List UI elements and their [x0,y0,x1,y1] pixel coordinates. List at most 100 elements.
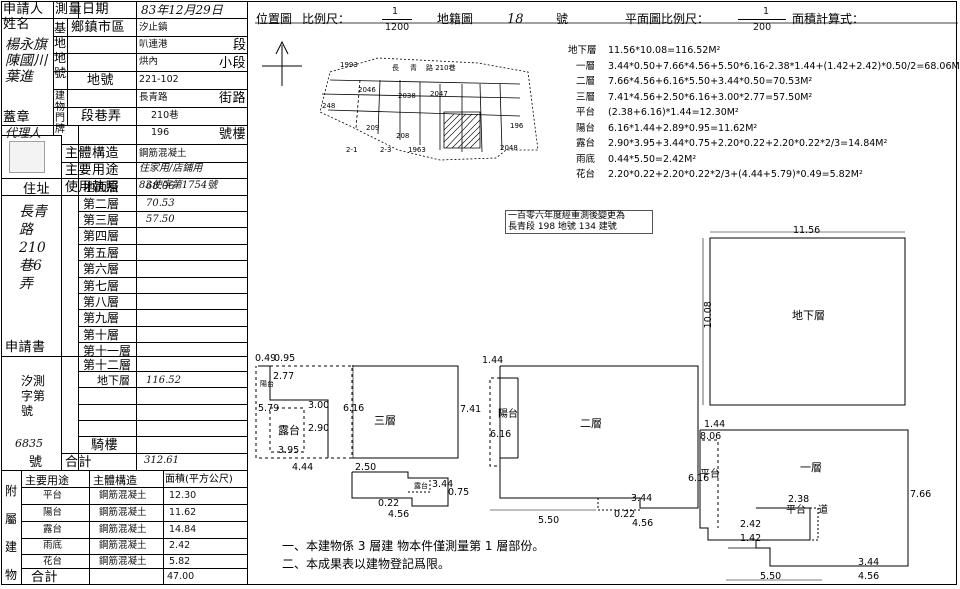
floor-label: 第十層 [83,328,120,342]
attached-structure: 鋼筋混凝土 [99,507,147,518]
attached-col-use: 主要用途 [25,474,69,487]
floor-area: 57.50 [146,214,175,225]
sheet-suffix: 號 [556,12,569,26]
floor-label: 第七層 [83,279,120,293]
applicant-signature: 楊永旗 陳國川 葉進 [5,37,47,85]
section-value: 叭連港 [139,39,168,50]
doc-number-suffix: 號 [29,455,43,470]
calc-label: 陽台 [576,122,596,134]
township-label: 鄉鎮市區 [71,20,126,35]
floor-area: 68.06 [146,181,175,192]
main-use-value: 住家用/店鋪用 [139,163,203,174]
third-d2: 0.95 [274,353,296,364]
calc-expression: 0.44*5.50=2.42M² [608,153,697,165]
floor-label: 第十一層 [83,344,132,358]
floor-label: 第八層 [83,295,120,309]
lot-value: 221-102 [139,74,179,85]
floor-label: 第六層 [83,262,120,276]
svg-text:路 210巷: 路 210巷 [426,63,456,72]
attached-col-structure: 主體構造 [93,474,137,487]
note-2: 二、本成果表以建物登記爲限。 [282,557,451,571]
number-value: 196 [151,127,170,138]
floor-total-label: 合計 [65,455,93,470]
attached-total-label: 合計 [31,570,59,585]
lot-label: 地號 [87,73,115,88]
third-title: 三層 [374,414,396,427]
svg-text:1993: 1993 [340,61,358,69]
calc-label: 一層 [576,60,596,72]
floor-label: 地面層 [83,180,120,194]
first-d6: 5.50 [760,571,782,582]
second-d8: 8.06 [700,431,722,442]
first-d2: 6.16 [688,473,710,484]
apply-doc-label: 申請書 [5,340,46,355]
attached-use: 陽台 [43,507,63,518]
third-d3: 3.00 [308,400,330,411]
first-d7: 4.56 [858,571,880,582]
floor-area: 116.52 [146,375,181,386]
svg-text:209: 209 [366,124,379,132]
third-balcony-small: 陽台 [260,380,274,388]
address-block-label: 住址 [23,182,51,197]
attached-structure: 鋼筋混凝土 [99,490,147,501]
calc-label: 花台 [576,169,596,180]
subsection-value: 烘內 [139,56,159,67]
first-d3: 2.38 [788,494,810,505]
cadastral-label: 地籍圖 [437,12,474,26]
area-calc-label: 面積計算式： [792,12,865,26]
attached-use: 花台 [43,556,63,567]
third-d11: 4.56 [388,509,410,520]
svg-text:2-3: 2-3 [380,146,391,154]
second-d3: 7.41 [460,404,482,415]
first-platform-2: 平台 [786,505,806,516]
attached-area: 2.42 [169,540,191,551]
first-d1: 1.44 [704,419,726,430]
attached-structure: 鋼筋混凝土 [99,524,147,535]
first-d9: 7.66 [910,489,932,500]
attached-area: 12.30 [169,490,197,501]
svg-text:2038: 2038 [398,92,416,100]
calc-expression: 7.41*4.56+2.50*6.16+3.00*2.77=57.50M² [608,91,813,103]
floor-area: 70.53 [146,198,175,209]
svg-text:1963: 1963 [408,146,426,154]
attached-structure: 鋼筋混凝土 [99,556,147,567]
loc-scale-denominator: 1200 [385,22,410,33]
svg-text:248: 248 [322,102,335,110]
structure-value: 鋼筋混凝土 [139,148,187,159]
third-d5: 3.95 [278,445,300,456]
second-title: 二層 [580,417,602,430]
calc-expression: 3.44*0.50+7.66*4.56+5.50*6.16-2.38*1.44+… [608,60,960,72]
floor-label: 第二層 [83,197,120,211]
basement-height: 10.08 [702,301,714,329]
handwritten-address: 長青路210巷6弄 [19,204,47,292]
note-line-1: 一百零六年度經重測後變更為 [508,211,626,221]
agent-signature: 代理人 [5,126,42,140]
location-map-label: 位置圖 [256,12,293,26]
second-d2: 6.16 [490,429,512,440]
calc-label: 平台 [576,107,596,118]
floor-label: 第十二層 [83,358,132,372]
third-d10: 2.77 [273,371,295,382]
third-d8: 5.79 [258,403,280,414]
first-title: 一層 [800,461,822,474]
calc-expression: 7.66*4.56+6.16*5.50+3.44*0.50=70.53M² [608,76,813,87]
renumbering-note: 一百零六年度經重測後變更為 長青段 198 地號 134 建號 [505,210,653,234]
calc-expression: 2.20*0.22+2.20*0.22*2/3+(4.44+5.79)*0.49… [608,169,863,180]
floor-label: 第四層 [83,229,120,243]
second-d7: 4.56 [632,518,654,529]
subsection-label: 小段 [219,56,247,71]
calc-label: 露台 [576,138,596,149]
attached-area: 5.82 [169,556,191,567]
location-map [319,57,539,161]
second-d6: 0.22 [614,509,636,520]
first-stair: 道 [818,505,828,516]
plan-scale-label: 平面圖比例尺： [625,12,710,26]
applicant-label: 申請人 [3,2,44,17]
license-label: 使用執照 [65,180,120,195]
third-d4: 2.90 [308,423,330,434]
north-arrow-icon [262,40,302,86]
attached-use: 平台 [43,490,63,501]
calc-label: 三層 [576,91,596,103]
attached-use: 露台 [43,524,63,535]
